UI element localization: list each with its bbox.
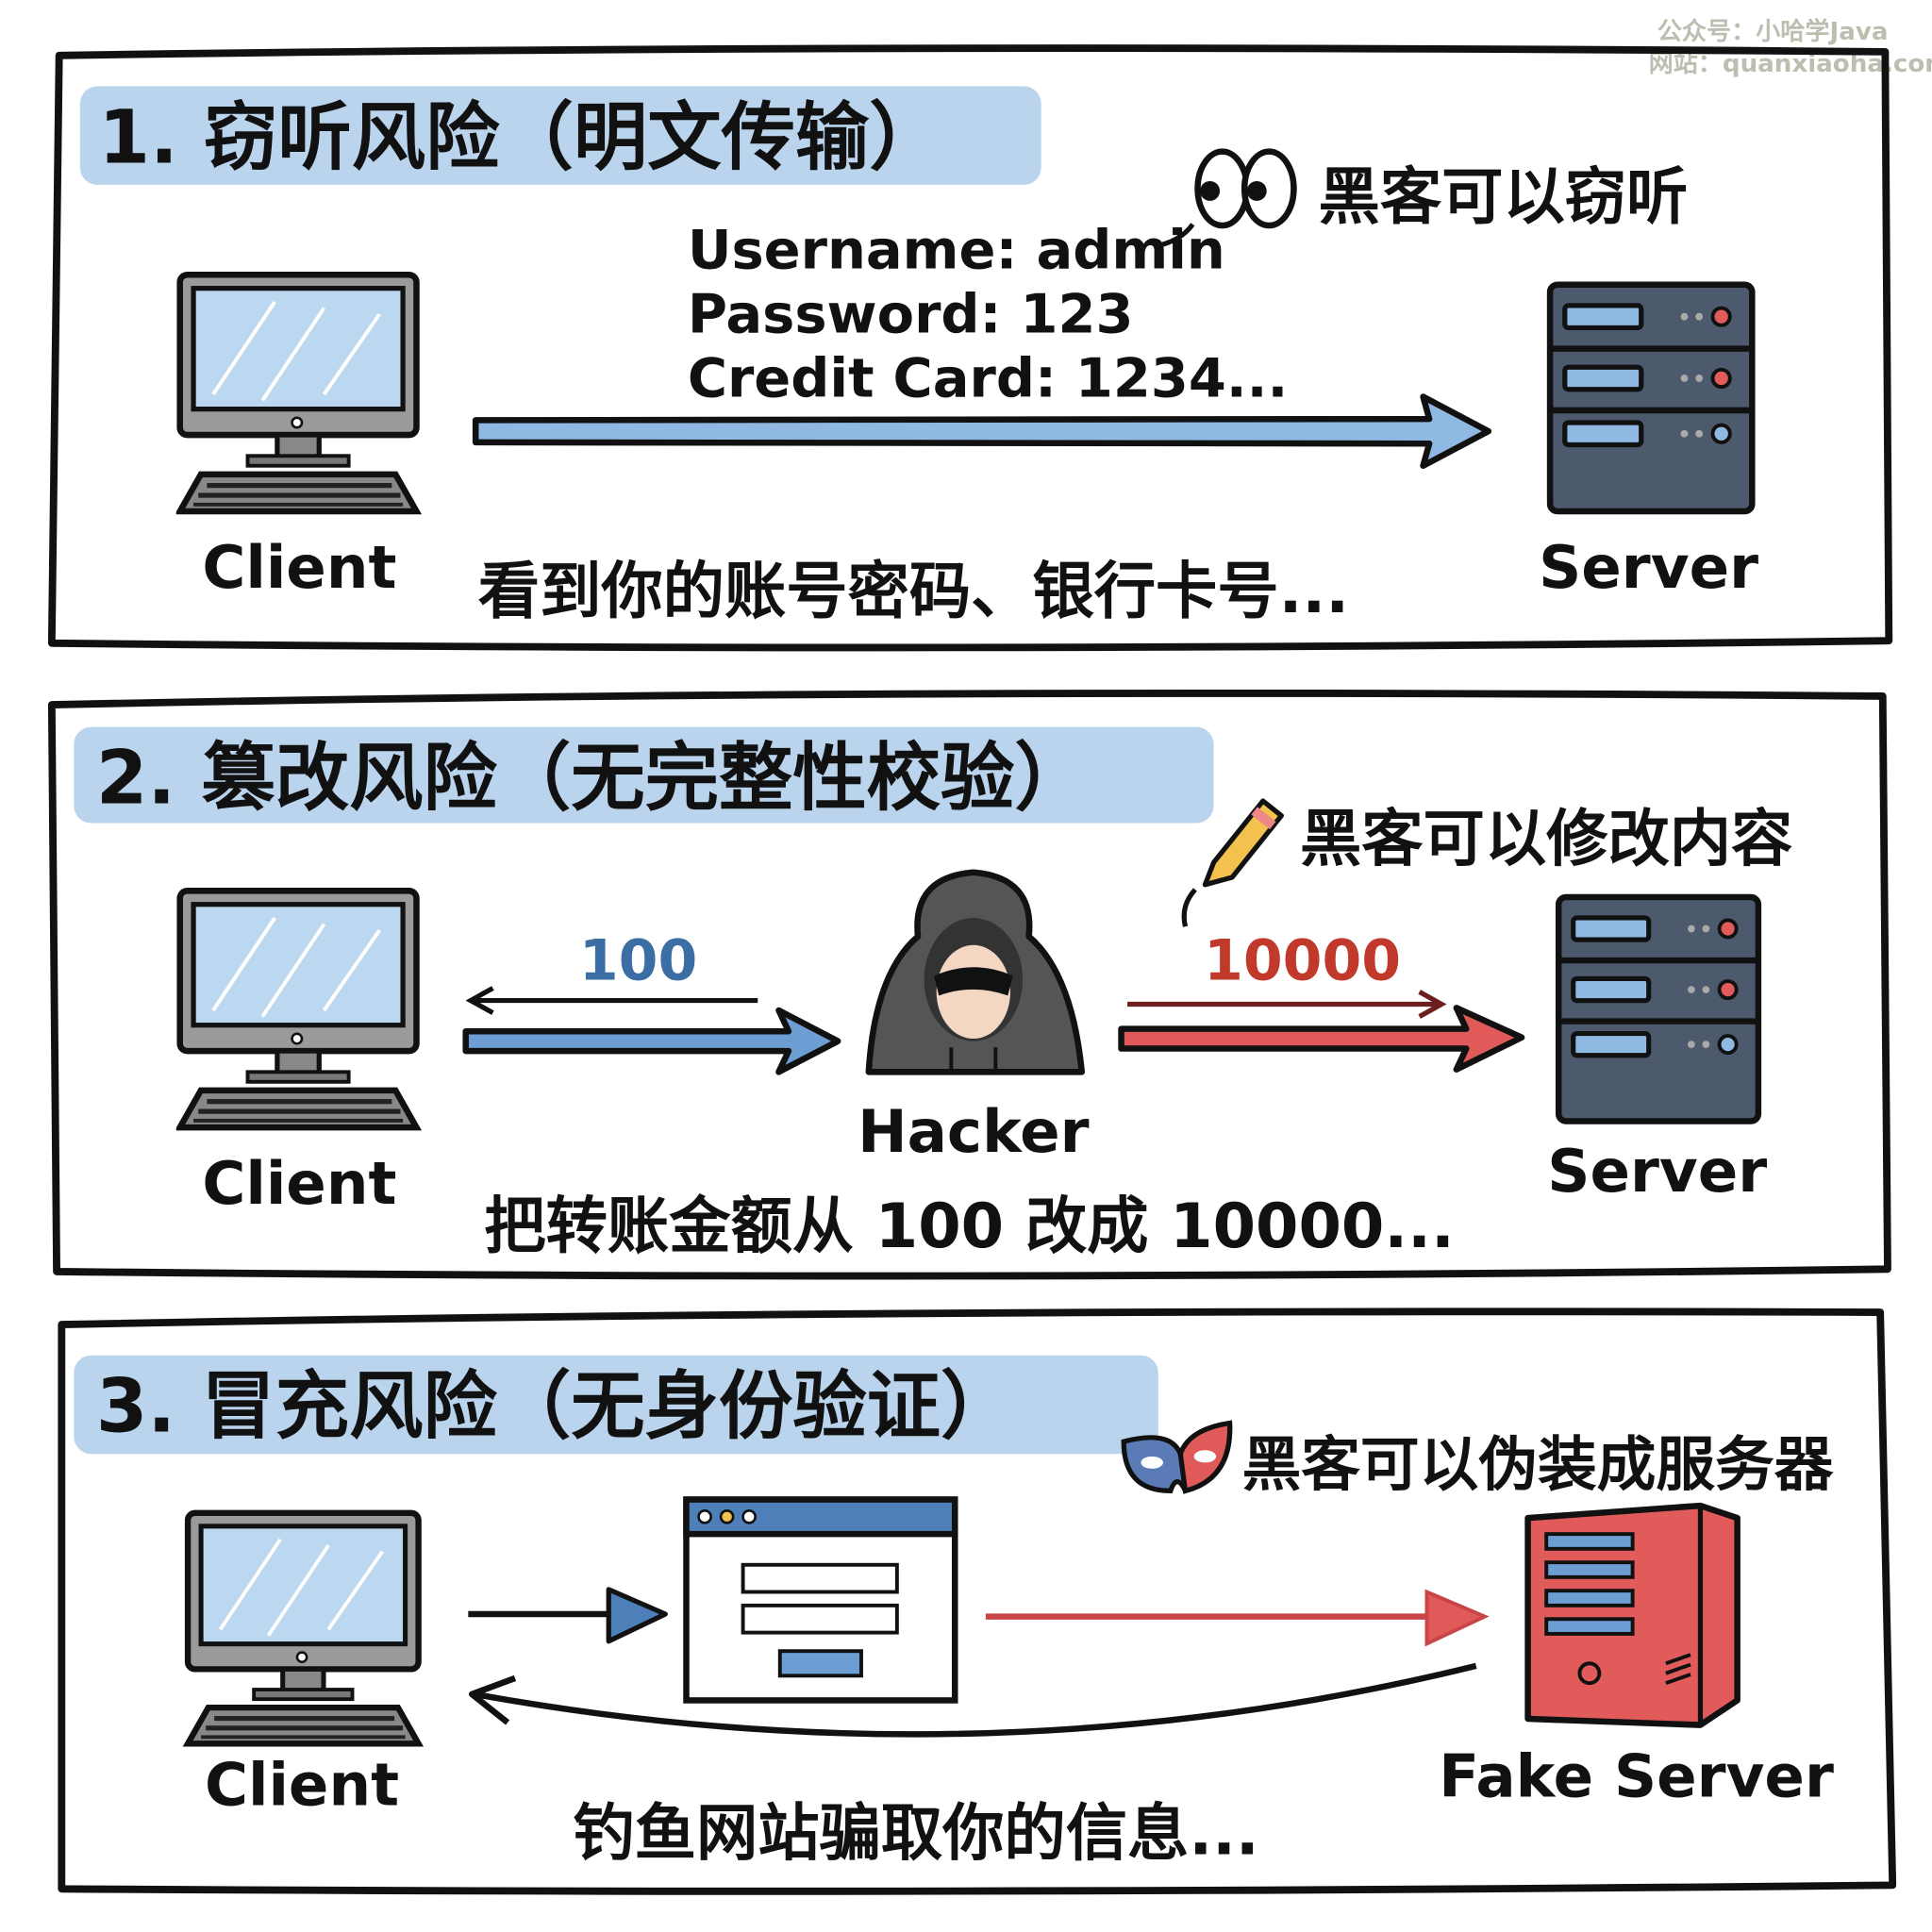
data-line-username: Username: admin bbox=[688, 219, 1225, 282]
watermark-line-1: 公众号：小哈学Java bbox=[1657, 17, 1889, 46]
client-label: Client bbox=[202, 533, 396, 602]
panel-caption: 钓鱼网站骗取你的信息... bbox=[573, 1798, 1258, 1870]
fake-server-icon bbox=[1524, 1502, 1740, 1728]
server-label: Server bbox=[1539, 533, 1758, 602]
hacker-note: 黑客可以窃听 bbox=[1319, 161, 1689, 233]
panel-eavesdropping: 1. 窃听风险（明文传输） 黑客可以窃听 Username: admin Pas… bbox=[47, 44, 1893, 652]
server-label: Fake Server bbox=[1439, 1741, 1834, 1810]
hacker-icon bbox=[865, 869, 1086, 1075]
data-line-password: Password: 123 bbox=[688, 283, 1134, 346]
hacker-label: Hacker bbox=[858, 1097, 1089, 1166]
client-computer-icon bbox=[180, 275, 417, 511]
title-highlight bbox=[74, 1355, 1158, 1455]
panel-caption: 看到你的账号密码、银行卡号... bbox=[478, 556, 1349, 627]
panel-title: 1. 窃听风险（明文传输） bbox=[98, 94, 942, 180]
hacker-to-server-arrow bbox=[1118, 1005, 1525, 1073]
fake-server-to-client-arrow bbox=[468, 1662, 1477, 1738]
mask-icon bbox=[1121, 1420, 1233, 1494]
forward-thin-arrow bbox=[1127, 990, 1447, 1019]
panel-title: 3. 冒充风险（无身份验证） bbox=[96, 1364, 1015, 1450]
pencil-icon bbox=[1181, 798, 1284, 927]
client-label: Client bbox=[205, 1750, 399, 1819]
client-computer-icon bbox=[180, 891, 417, 1127]
panel-impersonation: 3. 冒充风险（无身份验证） 黑客可以伪装成服务器 Client bbox=[58, 1307, 1897, 1895]
panel-caption: 把转账金额从 100 改成 10000... bbox=[484, 1191, 1454, 1262]
server-icon bbox=[1558, 897, 1758, 1121]
modified-value: 10000 bbox=[1204, 927, 1401, 993]
title-highlight bbox=[74, 726, 1214, 824]
title-highlight bbox=[79, 86, 1041, 185]
return-arrow bbox=[465, 986, 758, 1015]
server-label: Server bbox=[1547, 1137, 1767, 1206]
panel-tampering: 2. 篡改风险（无完整性校验） 黑客可以修改内容 Client 100 Hack… bbox=[47, 689, 1891, 1280]
plaintext-arrow bbox=[472, 393, 1492, 469]
phishing-to-fake-server-arrow bbox=[985, 1589, 1490, 1647]
panel-title: 2. 篡改风险（无完整性校验） bbox=[96, 736, 1089, 822]
original-value: 100 bbox=[579, 927, 697, 993]
hacker-note: 黑客可以伪装成服务器 bbox=[1242, 1430, 1835, 1499]
client-computer-icon bbox=[188, 1513, 419, 1744]
client-to-hacker-arrow bbox=[462, 1007, 841, 1075]
eyes-icon bbox=[1154, 148, 1297, 249]
client-label: Client bbox=[202, 1149, 396, 1218]
client-to-phishing-arrow bbox=[468, 1587, 668, 1644]
data-line-credit-card: Credit Card: 1234... bbox=[688, 347, 1289, 410]
hacker-note: 黑客可以修改内容 bbox=[1300, 804, 1792, 875]
server-icon bbox=[1550, 285, 1752, 511]
phishing-website-icon bbox=[683, 1496, 958, 1704]
